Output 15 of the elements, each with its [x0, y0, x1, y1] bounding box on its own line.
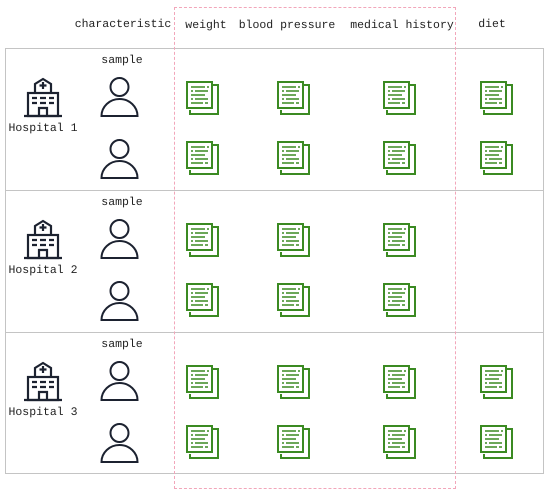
hospital-label: Hospital 1: [8, 122, 78, 136]
column-header: weight: [185, 19, 227, 33]
row-band: [5, 190, 544, 333]
hospital-label: Hospital 2: [8, 264, 78, 278]
row-band: [5, 332, 544, 474]
sample-label: sample: [101, 196, 143, 210]
dashed-frame: [174, 7, 456, 489]
sample-label: sample: [101, 54, 143, 68]
row-band: [5, 48, 544, 191]
column-header: blood pressure: [238, 19, 336, 33]
sample-label: sample: [101, 338, 143, 352]
column-header: diet: [478, 18, 506, 32]
column-header: characteristic: [74, 18, 172, 32]
column-header: medical history: [350, 19, 454, 33]
hospital-label: Hospital 3: [8, 406, 78, 420]
